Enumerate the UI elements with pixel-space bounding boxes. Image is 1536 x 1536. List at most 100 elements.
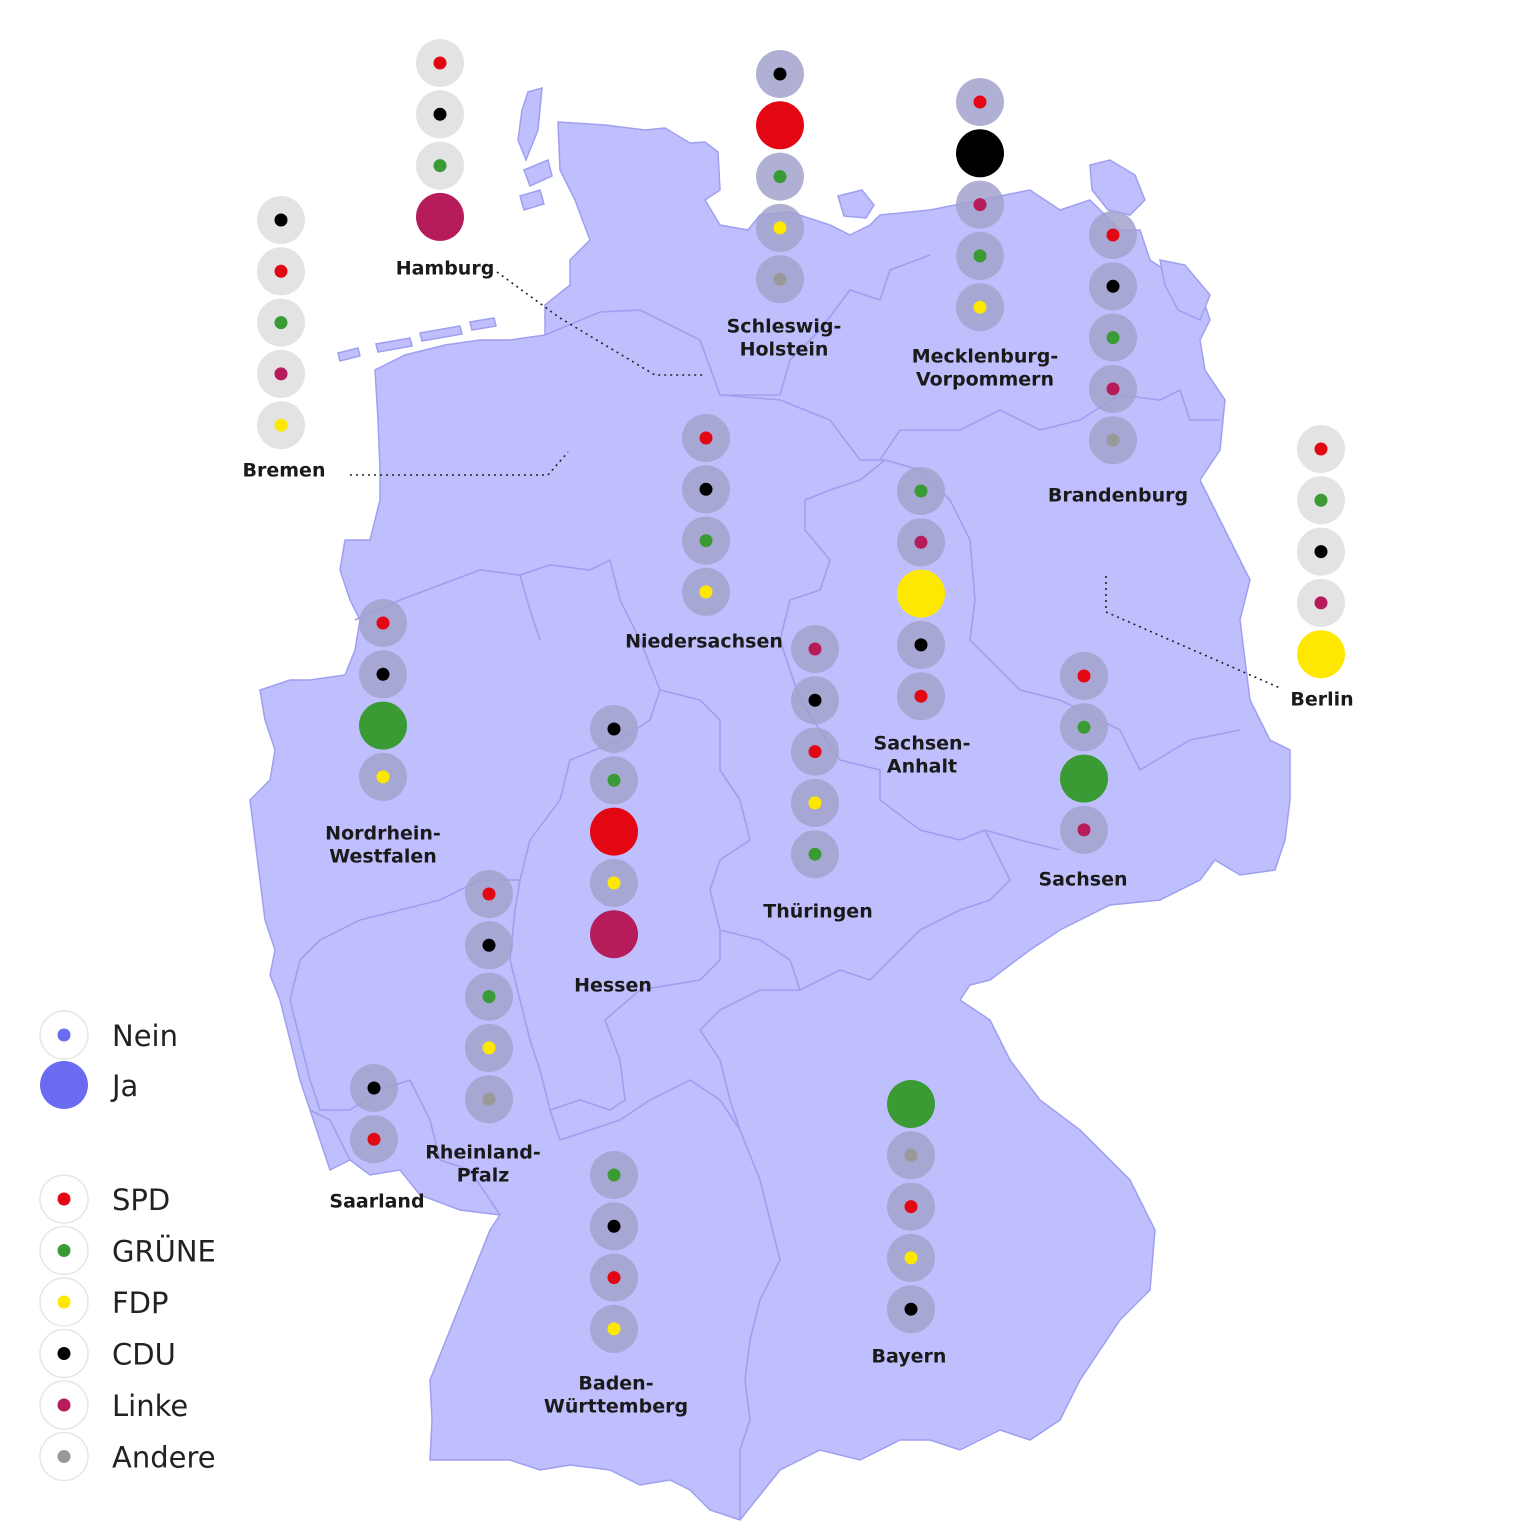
north-frisian-island: [523, 158, 553, 188]
legend-party-fdp: FDP: [39, 1277, 169, 1327]
frisian-island: [375, 337, 413, 353]
nordrhein-westfalen-spd-nein-dot: [376, 616, 390, 630]
fehmarn-island: [837, 189, 875, 219]
state-baden-wuerttemberg: [590, 1151, 638, 1353]
state-thueringen: [791, 625, 839, 879]
legend-party-label: GRÜNE: [112, 1235, 216, 1269]
thueringen-cdu-nein-dot: [808, 693, 822, 707]
legend-party-label: Linke: [112, 1389, 188, 1423]
border-th-east: [889, 829, 1011, 961]
sachsen-anhalt-gruene-nein-dot: [914, 484, 928, 498]
legend-party-dot: [57, 1450, 71, 1463]
brandenburg-linke-nein-dot: [1106, 382, 1120, 396]
bremen-linke-nein-dot: [274, 367, 288, 381]
schleswig-holstein-label: Holstein: [740, 339, 829, 361]
rheinland-pfalz-andere-nein-dot: [482, 1092, 496, 1106]
mecklenburg-vorpommern-fdp-nein-dot: [973, 300, 987, 314]
bayern-cdu-nein-dot: [904, 1302, 918, 1316]
brandenburg-andere-nein-dot: [1106, 433, 1120, 447]
niedersachsen-label: Niedersachsen: [625, 631, 783, 653]
state-rheinland-pfalz: [465, 870, 513, 1124]
legend-party-andere: Andere: [39, 1431, 216, 1482]
legend-nein: Nein: [39, 1010, 178, 1060]
usedom-island: [1159, 259, 1211, 322]
sachsen-linke-nein-dot: [1077, 823, 1091, 837]
sachsen-anhalt-label: Sachsen-: [874, 733, 971, 755]
sachsen-gruene-ja-dot: [1060, 754, 1108, 803]
legend-party-dot: [57, 1295, 71, 1309]
state-brandenburg: [1089, 211, 1137, 465]
baden-wuerttemberg-label: Württemberg: [544, 1396, 688, 1418]
border-ni-north: [719, 394, 885, 461]
border-by-north: [698, 989, 800, 1131]
niedersachsen-fdp-nein-dot: [699, 585, 713, 599]
bayern-fdp-nein-dot: [904, 1251, 918, 1265]
state-bayern: [887, 1080, 935, 1334]
mecklenburg-vorpommern-spd-nein-dot: [973, 95, 987, 109]
border-sn-south: [984, 829, 1061, 851]
border-by: [739, 1129, 781, 1520]
frisian-island: [337, 347, 361, 362]
legend-party-dot: [57, 1192, 71, 1206]
bayern-spd-nein-dot: [904, 1200, 918, 1214]
hamburg-spd-nein-dot: [433, 56, 447, 70]
legend-party-dot: [57, 1244, 71, 1257]
border-he-south: [509, 879, 721, 1112]
bayern-label: Bayern: [872, 1346, 947, 1368]
sachsen-spd-nein-dot: [1077, 669, 1091, 683]
berlin-spd-nein-dot: [1314, 442, 1328, 456]
border-nw-south: [299, 799, 561, 961]
border-st: [779, 459, 886, 701]
bremen-spd-nein-dot: [274, 264, 288, 278]
sachsen-anhalt-linke-nein-dot: [914, 535, 928, 549]
sachsen-anhalt-cdu-nein-dot: [914, 638, 928, 652]
rheinland-pfalz-cdu-nein-dot: [482, 938, 496, 952]
baden-wuerttemberg-spd-nein-dot: [607, 1271, 621, 1285]
nordrhein-westfalen-gruene-ja-dot: [359, 701, 407, 750]
schleswig-holstein-gruene-nein-dot: [773, 170, 787, 184]
frisian-island: [419, 325, 463, 342]
niedersachsen-cdu-nein-dot: [699, 482, 713, 496]
legend-party-dot: [57, 1398, 71, 1412]
hessen-fdp-nein-dot: [607, 876, 621, 890]
sylt-island: [517, 86, 543, 163]
state-berlin: [1297, 425, 1345, 679]
nordrhein-westfalen-cdu-nein-dot: [376, 667, 390, 681]
schleswig-holstein-spd-ja-dot: [756, 101, 804, 150]
legend-party-gruene: GRÜNE: [39, 1225, 216, 1276]
bremen-label: Bremen: [243, 460, 326, 482]
bayern-gruene-ja-dot: [887, 1080, 935, 1128]
border-th-west: [709, 769, 891, 992]
legend-party-linke: Linke: [39, 1380, 188, 1430]
schleswig-holstein-fdp-nein-dot: [773, 221, 787, 235]
saarland-spd-nein-dot: [367, 1132, 381, 1146]
schleswig-holstein-andere-nein-dot: [773, 272, 787, 286]
baden-wuerttemberg-fdp-nein-dot: [607, 1322, 621, 1336]
mecklenburg-vorpommern-label: Vorpommern: [916, 369, 1054, 391]
border-mv: [879, 254, 931, 301]
hessen-cdu-nein-dot: [607, 722, 621, 736]
mecklenburg-vorpommern-label: Mecklenburg-: [912, 346, 1059, 368]
sachsen-anhalt-spd-nein-dot: [914, 689, 928, 703]
state-schleswig-holstein: [756, 50, 804, 304]
state-saarland: [350, 1064, 398, 1164]
hamburg-leader: [496, 271, 706, 376]
berlin-fdp-ja-dot: [1297, 630, 1345, 679]
mecklenburg-vorpommern-linke-nein-dot: [973, 198, 987, 212]
legend-ja-dot: [40, 1061, 88, 1109]
baden-wuerttemberg-label: Baden-: [578, 1373, 653, 1395]
state-mecklenburg-vorpommern: [956, 78, 1004, 332]
nordrhein-westfalen-label: Westfalen: [329, 846, 437, 868]
legend-ja: Ja: [40, 1061, 138, 1109]
nordrhein-westfalen-fdp-nein-dot: [376, 770, 390, 784]
hessen-linke-ja-dot: [590, 910, 638, 959]
north-frisian-island: [519, 189, 545, 211]
bremen-leader: [350, 451, 569, 476]
state-bremen: [257, 196, 305, 450]
thueringen-label: Thüringen: [763, 901, 872, 923]
hessen-label: Hessen: [574, 975, 652, 997]
mecklenburg-vorpommern-gruene-nein-dot: [973, 249, 987, 263]
